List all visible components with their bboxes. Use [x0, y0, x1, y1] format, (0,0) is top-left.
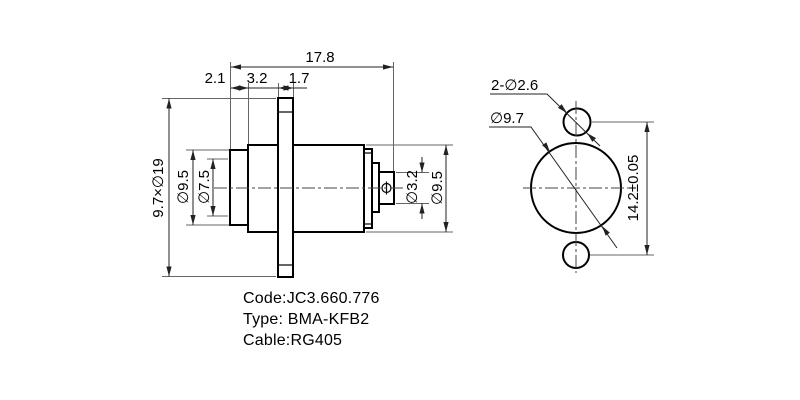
chamfer-lines	[278, 111, 372, 266]
dim-barrel-inner-label: ∅7.5	[196, 170, 213, 204]
dimension-arrowheads	[166, 64, 650, 277]
product-type-text: Type: BMA-KFB2	[243, 311, 370, 328]
dim-overall-length-label: 17.8	[305, 49, 334, 66]
extension-lines	[162, 62, 654, 277]
dim-seg-body-label: 3.2	[247, 70, 268, 87]
dim-seg-flange-label: 1.7	[289, 70, 310, 87]
dim-center-hole-label: ∅9.7	[490, 110, 524, 127]
product-cable-text: Cable:RG405	[243, 332, 343, 349]
title-block: Code:JC3.660.776 Type: BMA-KFB2 Cable:RG…	[243, 288, 380, 351]
dim-seg-barrel-label: 2.1	[205, 70, 226, 87]
side-view-centerlines	[523, 101, 630, 273]
leader-center-hole	[489, 126, 618, 249]
dim-hole-spacing-label: 14.2±0.05	[625, 155, 642, 222]
dimension-labels: 17.8 2.1 3.2 1.7 9.7×∅19 ∅9.5 ∅7.5 ∅3.2 …	[150, 49, 642, 221]
dim-ferrule-label: ∅3.2	[404, 170, 421, 204]
leader-mount-holes	[490, 93, 601, 147]
product-code-text: Code:JC3.660.776	[243, 290, 380, 307]
mount-hole-top-circle	[562, 107, 592, 137]
dim-mount-holes-label: 2-∅2.6	[491, 77, 538, 94]
dim-barrel-outer-label: ∅9.5	[175, 170, 192, 204]
dim-body-label: ∅9.5	[429, 171, 446, 205]
dim-flange-size-label: 9.7×∅19	[150, 158, 167, 217]
